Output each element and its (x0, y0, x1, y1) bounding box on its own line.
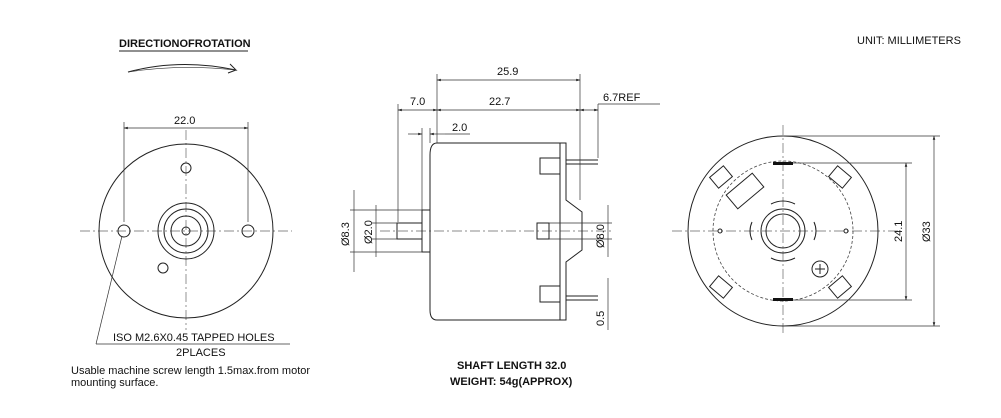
screw-note-1: Usable machine screw length 1.5max.from … (71, 365, 310, 377)
rear-view (672, 125, 940, 335)
rear-slot-top (770, 200, 796, 205)
rear-slot-bottom (770, 257, 796, 262)
front-vent-top (180, 162, 192, 174)
rear-boss-outer (760, 208, 806, 254)
front-shaft (181, 226, 191, 236)
hole-leader (95, 235, 123, 345)
front-vent-bottom (157, 262, 169, 274)
rear-boss-inner (765, 213, 801, 249)
dim-8-0-label: Ø8.0 (595, 224, 607, 248)
rear-plus-icon (811, 260, 829, 278)
dim-24-1-label: 24.1 (893, 221, 905, 242)
rear-lug-br (827, 275, 853, 299)
dim-7-0-label: 7.0 (410, 96, 425, 108)
front-boss-mid (163, 208, 209, 254)
front-boss-outer (157, 202, 215, 260)
rear-label-block (725, 172, 765, 210)
dim-2-0d-label: Ø2.0 (363, 220, 375, 244)
side-view: 25.9 7.0 22.7 6.7REF 2.0 (350, 66, 660, 330)
hole-note-2: 2PLACES (176, 347, 226, 359)
rear-terminal-bottom (773, 298, 793, 301)
rear-lug-tr (827, 165, 853, 189)
weight-label: WEIGHT: 54g(APPROX) (450, 376, 573, 388)
dim-2-0-label: 2.0 (452, 122, 467, 134)
rear-lug-bl (708, 275, 734, 299)
side-rear-boss (536, 222, 550, 240)
side-body (429, 142, 561, 321)
dim-0-5-label: 0.5 (595, 311, 607, 326)
front-view: 22.0 (80, 115, 292, 345)
side-terminal-top (539, 157, 561, 175)
dim-22-7-label: 22.7 (489, 96, 510, 108)
shaft-length-label: SHAFT LENGTH 32.0 (457, 360, 566, 372)
rear-lug-tl (708, 165, 734, 189)
rear-slot-left (749, 221, 753, 241)
direction-title: DIRECTIONOFROTATION (119, 38, 251, 50)
unit-label: UNIT: MILLIMETERS (857, 35, 961, 47)
dim-25-9-label: 25.9 (497, 66, 518, 78)
rotation-arrow-icon (127, 63, 238, 74)
screw-note-2: mounting surface. (71, 377, 158, 389)
hole-note-1: ISO M2.6X0.45 TAPPED HOLES (113, 332, 275, 344)
side-shaft (396, 222, 423, 240)
dim-8-3-label: Ø8.3 (340, 222, 352, 246)
dim-6-7-label: 6.7REF (603, 92, 641, 104)
dim-22-label: 22.0 (174, 115, 195, 127)
front-tapped-hole-left (117, 224, 131, 238)
front-tapped-hole-right (241, 224, 255, 238)
side-endcap (560, 142, 583, 321)
rear-inner-dashed (712, 160, 854, 302)
rear-dot-left (717, 228, 723, 234)
front-body-circle (98, 143, 274, 319)
rear-terminal-top (773, 162, 793, 165)
front-boss-inner (170, 215, 202, 247)
side-terminal-bottom (539, 285, 561, 303)
rear-dot-right (843, 228, 849, 234)
dim-33-label: Ø33 (921, 221, 933, 242)
rear-slot-right (813, 221, 817, 241)
